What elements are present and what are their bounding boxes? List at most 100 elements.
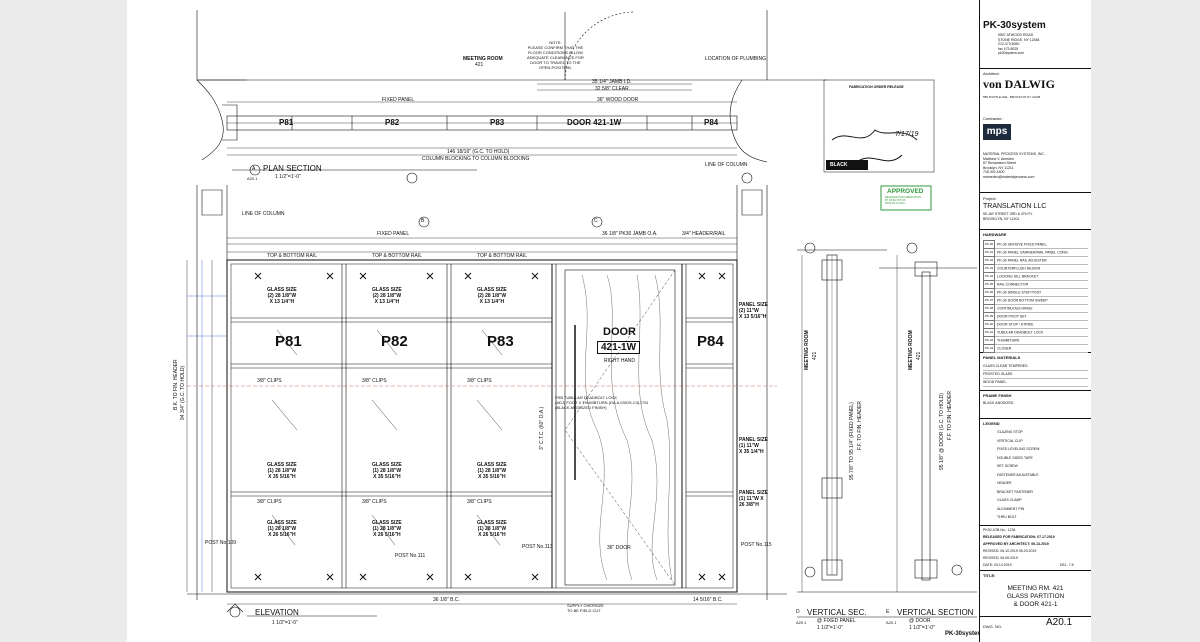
plan-room-number: 421 bbox=[475, 62, 484, 68]
hardware-desc: LOCKING SILL BRACKET bbox=[997, 274, 1039, 279]
legend-row: GLAZING STOP bbox=[997, 430, 1023, 434]
lock-note: PSB TUBULAR DEADBOLT LOCK(ADJ) FOOT X TH… bbox=[555, 395, 648, 410]
frame-finish-label: FRAME FINISH bbox=[983, 393, 1012, 398]
hardware-desc: PK-30 PANEL RAIL ADJUSTER bbox=[997, 258, 1047, 263]
clear-dim: 32 5/8" CLEAR bbox=[595, 86, 629, 92]
vertical-sec-sub: @ FIXED PANEL bbox=[817, 618, 856, 624]
vertical-sec-title: VERTICAL SEC. bbox=[807, 608, 867, 617]
footer-logo: PK-30system bbox=[945, 631, 983, 637]
plumbing-note: LOCATION OF PLUMBING bbox=[705, 56, 767, 62]
revised-2: REVISED: 06.06.2019 bbox=[983, 556, 1018, 560]
vertical-section-scale: 1 1/2"=1'-0" bbox=[909, 625, 935, 631]
plan-tag: A bbox=[252, 166, 256, 172]
plan-blocking: COLUMN BLOCKING TO COLUMN BLOCKING bbox=[422, 156, 530, 162]
jamb-dim: 35 1/4" JAMB I.D. bbox=[592, 79, 632, 85]
top-bottom-rail-1: TOP & BOTTOM RAIL bbox=[267, 253, 318, 259]
legend-row: HEADER bbox=[997, 481, 1012, 485]
hardware-desc: DOOR STOP / STRIKE bbox=[997, 322, 1034, 327]
vertical-section-tag: E bbox=[886, 609, 890, 615]
top-bottom-rail-3: TOP & BOTTOM RAIL bbox=[477, 253, 528, 259]
door-ctc: 3" C.T.C. (60" O.A.) bbox=[539, 406, 545, 450]
drawing-linework bbox=[186, 10, 977, 618]
architect-name: von DALWIG bbox=[983, 77, 1055, 91]
title-label: TITLE: bbox=[983, 573, 996, 578]
vertical-sec-tag: D bbox=[796, 609, 800, 615]
hardware-desc: PK-30 PANEL CARRIER/RAIL PANEL CONN. bbox=[997, 250, 1069, 255]
panel-material-row: FROSTED GLASS bbox=[983, 370, 1088, 379]
plan-sheet-ref: A20.1 bbox=[247, 176, 258, 181]
vsection-dim-2: F.F. TO FIN. HEADER bbox=[947, 391, 953, 440]
legend-row: THRU BOLT bbox=[997, 515, 1017, 519]
vsec-room: MEETING ROOM bbox=[804, 330, 810, 370]
dim-bottom-2: 14 5/16" B.C. bbox=[693, 597, 723, 603]
approval-date: 7/17/19 bbox=[895, 131, 919, 138]
plan-room-label: MEETING ROOM bbox=[463, 56, 503, 62]
architect-address: 585 MYRTLE AVE., BROOKLYN NY 11205 bbox=[983, 95, 1041, 99]
frame-finish-value: BLACK ANODIZED bbox=[983, 401, 1014, 405]
legend-row: FASTENER ADJUSTABLE bbox=[997, 472, 1039, 477]
hardware-desc: PK-30 DOOR BOTTOM SWEEP bbox=[997, 298, 1048, 303]
issue-date: DATE: 03.14.2019 bbox=[983, 563, 1012, 567]
legend-row: FIXED LEVELING SCREW bbox=[997, 447, 1040, 451]
top-bottom-rail-2: TOP & BOTTOM RAIL bbox=[372, 253, 423, 259]
approved-date: APPROVED BY ARCHITECT: 06.13.2019 bbox=[983, 542, 1049, 546]
plan-panel-p82: P82 bbox=[385, 118, 400, 127]
elev-tag-c: C bbox=[594, 218, 598, 224]
panel-material-row: WOOD PANEL bbox=[983, 378, 1088, 387]
vsec-dim-2: F.F. TO FIN. HEADER bbox=[857, 401, 863, 450]
elev-side-dim: 94 3/4" (G.C. TO HOLD) bbox=[180, 365, 186, 420]
post-111: POST No.111 bbox=[395, 553, 426, 559]
panel-materials-label: PANEL MATERIALS bbox=[983, 355, 1021, 360]
plan-line-of-column: LINE OF COLUMN bbox=[705, 162, 748, 168]
hardware-desc: CLOSER bbox=[997, 346, 1012, 351]
elev-panel-p82: P82 bbox=[381, 333, 408, 350]
hardware-desc: TUBULAR DEADBOLT LOCK bbox=[997, 330, 1044, 335]
contractor-logo: mps bbox=[983, 124, 1011, 140]
vertical-section-sub: @ DOOR bbox=[909, 618, 931, 624]
door-hand: RIGHT HAND bbox=[604, 358, 636, 364]
plan-scale: 1 1/2"=1'-0" bbox=[275, 174, 301, 180]
hardware-label: HARDWARE bbox=[983, 232, 1007, 237]
legend-row: DOUBLE SIDED TAPE bbox=[997, 455, 1033, 460]
hardware-code: PK-43 bbox=[983, 344, 995, 353]
clips-5: 3/8" CLIPS bbox=[362, 499, 387, 505]
post-115: POST No.115 bbox=[741, 542, 772, 548]
dwg-label: DWG. NO. bbox=[983, 624, 1003, 629]
elev-line-of-column: LINE OF COLUMN bbox=[242, 211, 285, 217]
color-chip-black: BLACK bbox=[830, 162, 848, 168]
door-number: 421-1W bbox=[597, 341, 641, 354]
legend-label: LEGEND bbox=[983, 421, 1000, 426]
hardware-desc: THUMBTURN bbox=[997, 338, 1020, 343]
clips-3: 3/8" CLIPS bbox=[467, 378, 492, 384]
job-no: PK30 JOB No.: 1234 bbox=[983, 528, 1016, 532]
elev-header-rail: 3/4" HEADER/RAIL bbox=[682, 231, 726, 237]
hardware-desc: PK-30 GROOVE FIXED PANEL bbox=[997, 242, 1047, 247]
project-label: Project: bbox=[983, 196, 997, 201]
door-width: 36" DOOR bbox=[607, 545, 631, 551]
plan-door: DOOR 421-1W bbox=[567, 118, 622, 127]
plan-panel-p83: P83 bbox=[490, 118, 505, 127]
clips-4: 3/8" CLIPS bbox=[257, 499, 282, 505]
plan-fixed-panel: FIXED PANEL bbox=[382, 97, 415, 103]
plan-panel-p81: P81 bbox=[279, 118, 294, 127]
vertical-sec-ref: A20.1 bbox=[796, 620, 807, 625]
contractor-info: MATERIAL PROCESS SYSTEMS, INC.Matthew V.… bbox=[983, 152, 1045, 179]
revised-1: REVISED: 06.10.2019 05.29.2019 bbox=[983, 549, 1037, 553]
legend-row: GLASS CLAMP bbox=[997, 498, 1022, 502]
post-113: POST No.113 bbox=[522, 544, 553, 550]
vsec-room-no: 421 bbox=[812, 351, 818, 360]
